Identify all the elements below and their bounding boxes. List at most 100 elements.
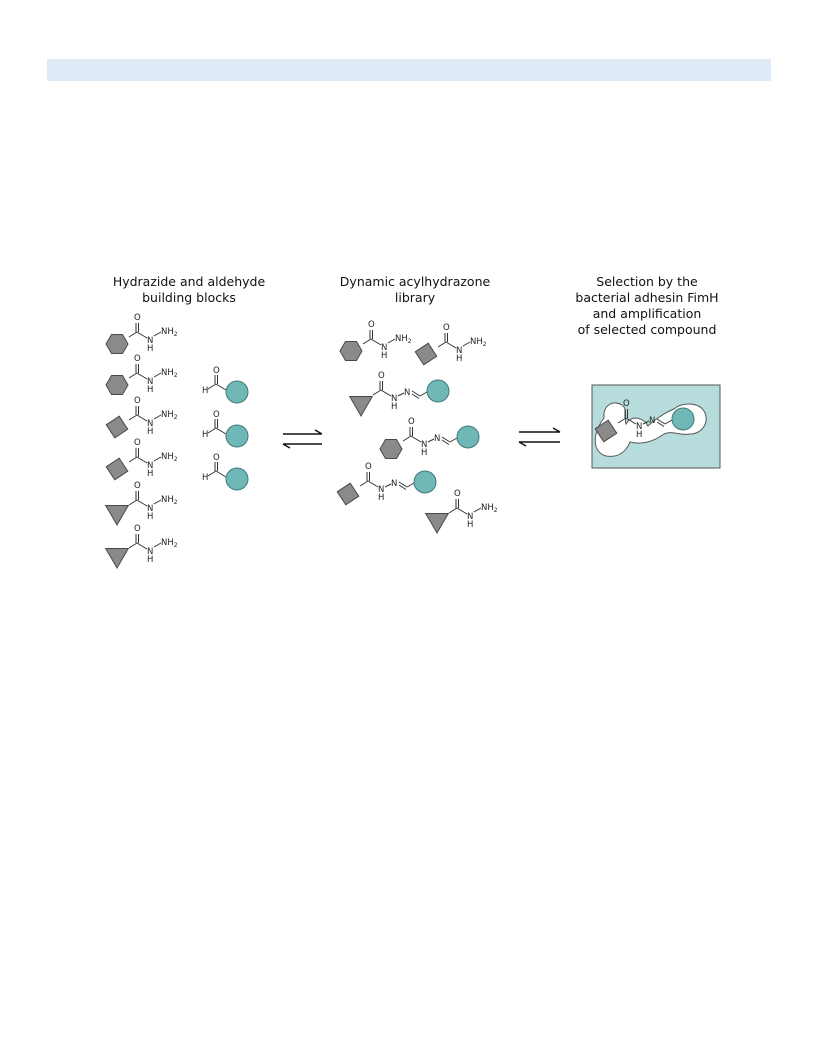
- oxygen-label: O: [134, 481, 141, 491]
- aldehyde: HO: [202, 453, 249, 491]
- bond: [215, 427, 227, 435]
- carbonyl-bond: [379, 381, 383, 390]
- molecules: ONHNH2ONHNH2ONHNH2ONHNH2ONHNH2ONHNH2HOHO…: [104, 313, 498, 569]
- bond: [153, 456, 162, 462]
- nitrogen-label: N: [391, 394, 397, 404]
- oxygen-label: O: [134, 396, 141, 406]
- carbonyl-bond: [214, 462, 218, 471]
- hydrogen-label: H: [391, 402, 397, 412]
- bond: [387, 338, 396, 344]
- nitrogen-label: N: [421, 440, 427, 450]
- bond: [207, 427, 217, 434]
- bond: [456, 507, 468, 515]
- hydrogen-label: H: [147, 512, 153, 522]
- nitrogen-label: N: [456, 346, 462, 356]
- carbonyl-bond: [135, 448, 139, 457]
- title-line: Hydrazide and aldehyde: [113, 274, 266, 289]
- bond: [136, 372, 148, 380]
- oxygen-label: O: [368, 320, 375, 330]
- hydrogen-label: H: [147, 555, 153, 565]
- oxygen-label: O: [365, 462, 372, 472]
- oxygen-label: O: [134, 313, 141, 323]
- aldehyde-bead: [225, 424, 249, 448]
- hexagon-building-block: [105, 334, 129, 354]
- carbonyl-bond: [135, 406, 139, 415]
- amine-label: NH2: [161, 410, 178, 421]
- hydrazide: O NH NH2: [414, 323, 487, 366]
- bond: [136, 456, 148, 464]
- aldehyde-bead: [426, 379, 450, 403]
- equilibrium-arrow-2: [518, 427, 561, 447]
- hexagon-building-block: [105, 375, 129, 395]
- triangle-building-block: [104, 505, 130, 526]
- nitrogen-label: N: [147, 504, 153, 514]
- oxygen-label: O: [213, 366, 220, 376]
- oxygen-label: O: [213, 453, 220, 463]
- imine-double-bond: [656, 418, 666, 427]
- nitrogen-label: N: [381, 343, 387, 353]
- triangle-building-block: [348, 396, 374, 417]
- bond: [136, 414, 148, 422]
- bond: [410, 435, 422, 443]
- bond: [402, 435, 412, 442]
- bond: [448, 507, 458, 514]
- carbonyl-bond: [135, 534, 139, 543]
- bond: [445, 341, 457, 349]
- bond: [153, 372, 162, 378]
- title-line: Selection by the: [596, 274, 698, 289]
- bond: [153, 499, 162, 505]
- bond: [427, 438, 435, 443]
- carbonyl-bond: [369, 330, 373, 339]
- hydrogen-label: H: [467, 520, 473, 530]
- amine-label: NH2: [161, 538, 178, 549]
- bond: [473, 507, 482, 513]
- oxygen-label: O: [623, 399, 630, 409]
- bond: [380, 389, 392, 397]
- bond: [359, 480, 369, 487]
- title-line: library: [395, 290, 436, 305]
- oxygen-label: O: [213, 410, 220, 420]
- hydrogen-label: H: [147, 385, 153, 395]
- aldehyde-bead: [225, 467, 249, 491]
- oxygen-label: O: [134, 524, 141, 534]
- bond: [617, 417, 627, 424]
- nitrogen-label: N: [467, 512, 473, 522]
- oxygen-label: O: [134, 438, 141, 448]
- bond: [128, 414, 138, 421]
- nitrogen-label: N: [378, 485, 384, 495]
- square-building-block: [105, 457, 129, 481]
- bond: [449, 437, 458, 443]
- bond: [128, 372, 138, 379]
- carbonyl-bond: [455, 499, 459, 508]
- title-line: building blocks: [142, 290, 236, 305]
- aldehyde-bead: [413, 470, 437, 494]
- bond: [207, 470, 217, 477]
- hydrogen-label: H: [421, 448, 427, 458]
- bond: [419, 391, 428, 397]
- hexagon-building-block: [339, 341, 363, 361]
- hydrogen-label: H: [202, 473, 208, 483]
- carbonyl-bond: [624, 409, 628, 418]
- hexagon-building-block: [379, 439, 403, 459]
- bond: [437, 341, 447, 348]
- triangle-building-block: [104, 548, 130, 569]
- square-building-block: [594, 419, 618, 443]
- bond: [372, 389, 382, 396]
- oxygen-label: O: [443, 323, 450, 333]
- hydrogen-label: H: [636, 430, 642, 440]
- aldehyde-bead: [456, 425, 480, 449]
- nitrogen-label: N: [649, 416, 655, 426]
- hydrogen-label: H: [456, 354, 462, 364]
- amine-label: NH2: [470, 337, 487, 348]
- carbonyl-bond: [409, 427, 413, 436]
- bond: [370, 338, 382, 346]
